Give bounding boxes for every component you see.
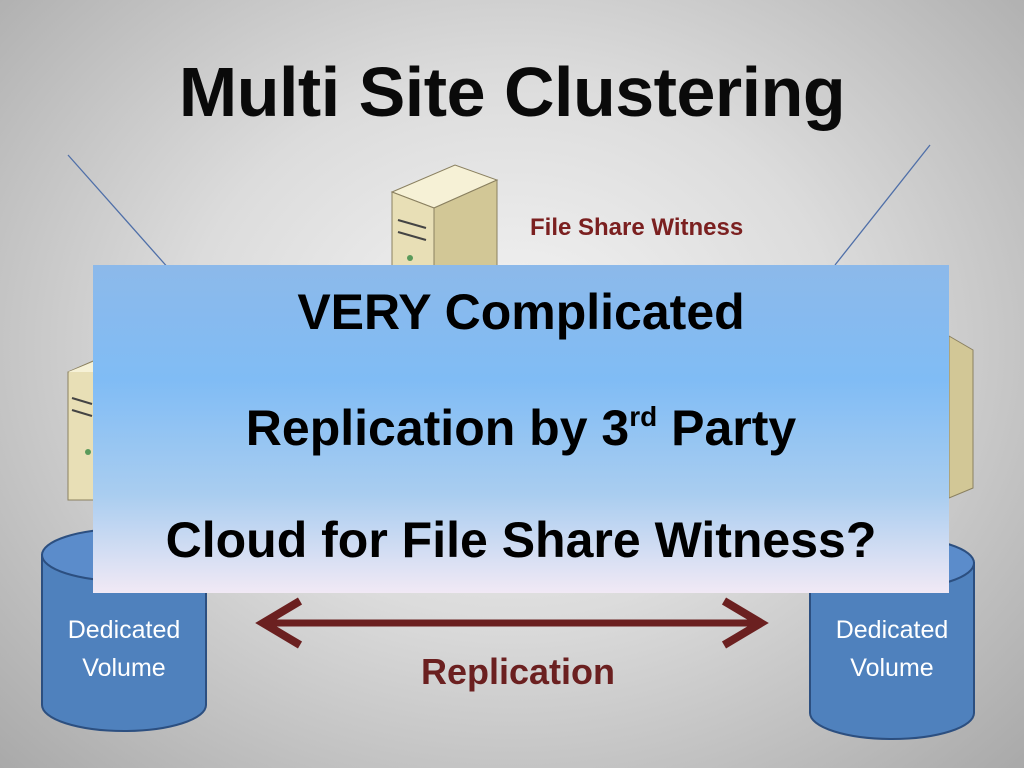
- callout-line-replication-pre: Replication by 3: [245, 400, 630, 456]
- replication-arrow-icon: [255, 597, 769, 649]
- left-volume-label-line1: Dedicated: [67, 616, 181, 644]
- right-volume-label: Dedicated Volume: [807, 611, 977, 687]
- witness-link-left: [67, 154, 171, 271]
- file-share-witness-label: File Share Witness: [530, 214, 744, 241]
- replication-label: Replication: [420, 651, 616, 692]
- callout-line-replication-post: Party: [657, 400, 797, 456]
- callout-line-complicated: VERY Complicated: [297, 284, 745, 340]
- witness-server-icon: [390, 164, 499, 269]
- left-volume-label-line2: Volume: [82, 654, 166, 682]
- slide-title: Multi Site Clustering: [178, 53, 846, 131]
- callout-line-replication-sup: rd: [629, 401, 658, 432]
- callout-box: VERY Complicated Replication by 3rd Part…: [93, 265, 949, 593]
- right-volume-label-line1: Dedicated: [835, 616, 949, 644]
- witness-link-right: [834, 144, 931, 266]
- left-volume-label: Dedicated Volume: [39, 611, 209, 687]
- right-volume-label-line2: Volume: [850, 654, 934, 682]
- right-node-server-icon: [948, 335, 974, 499]
- callout-line-replication: Replication by 3rd Party: [93, 399, 949, 457]
- callout-line-cloud: Cloud for File Share Witness?: [165, 512, 877, 568]
